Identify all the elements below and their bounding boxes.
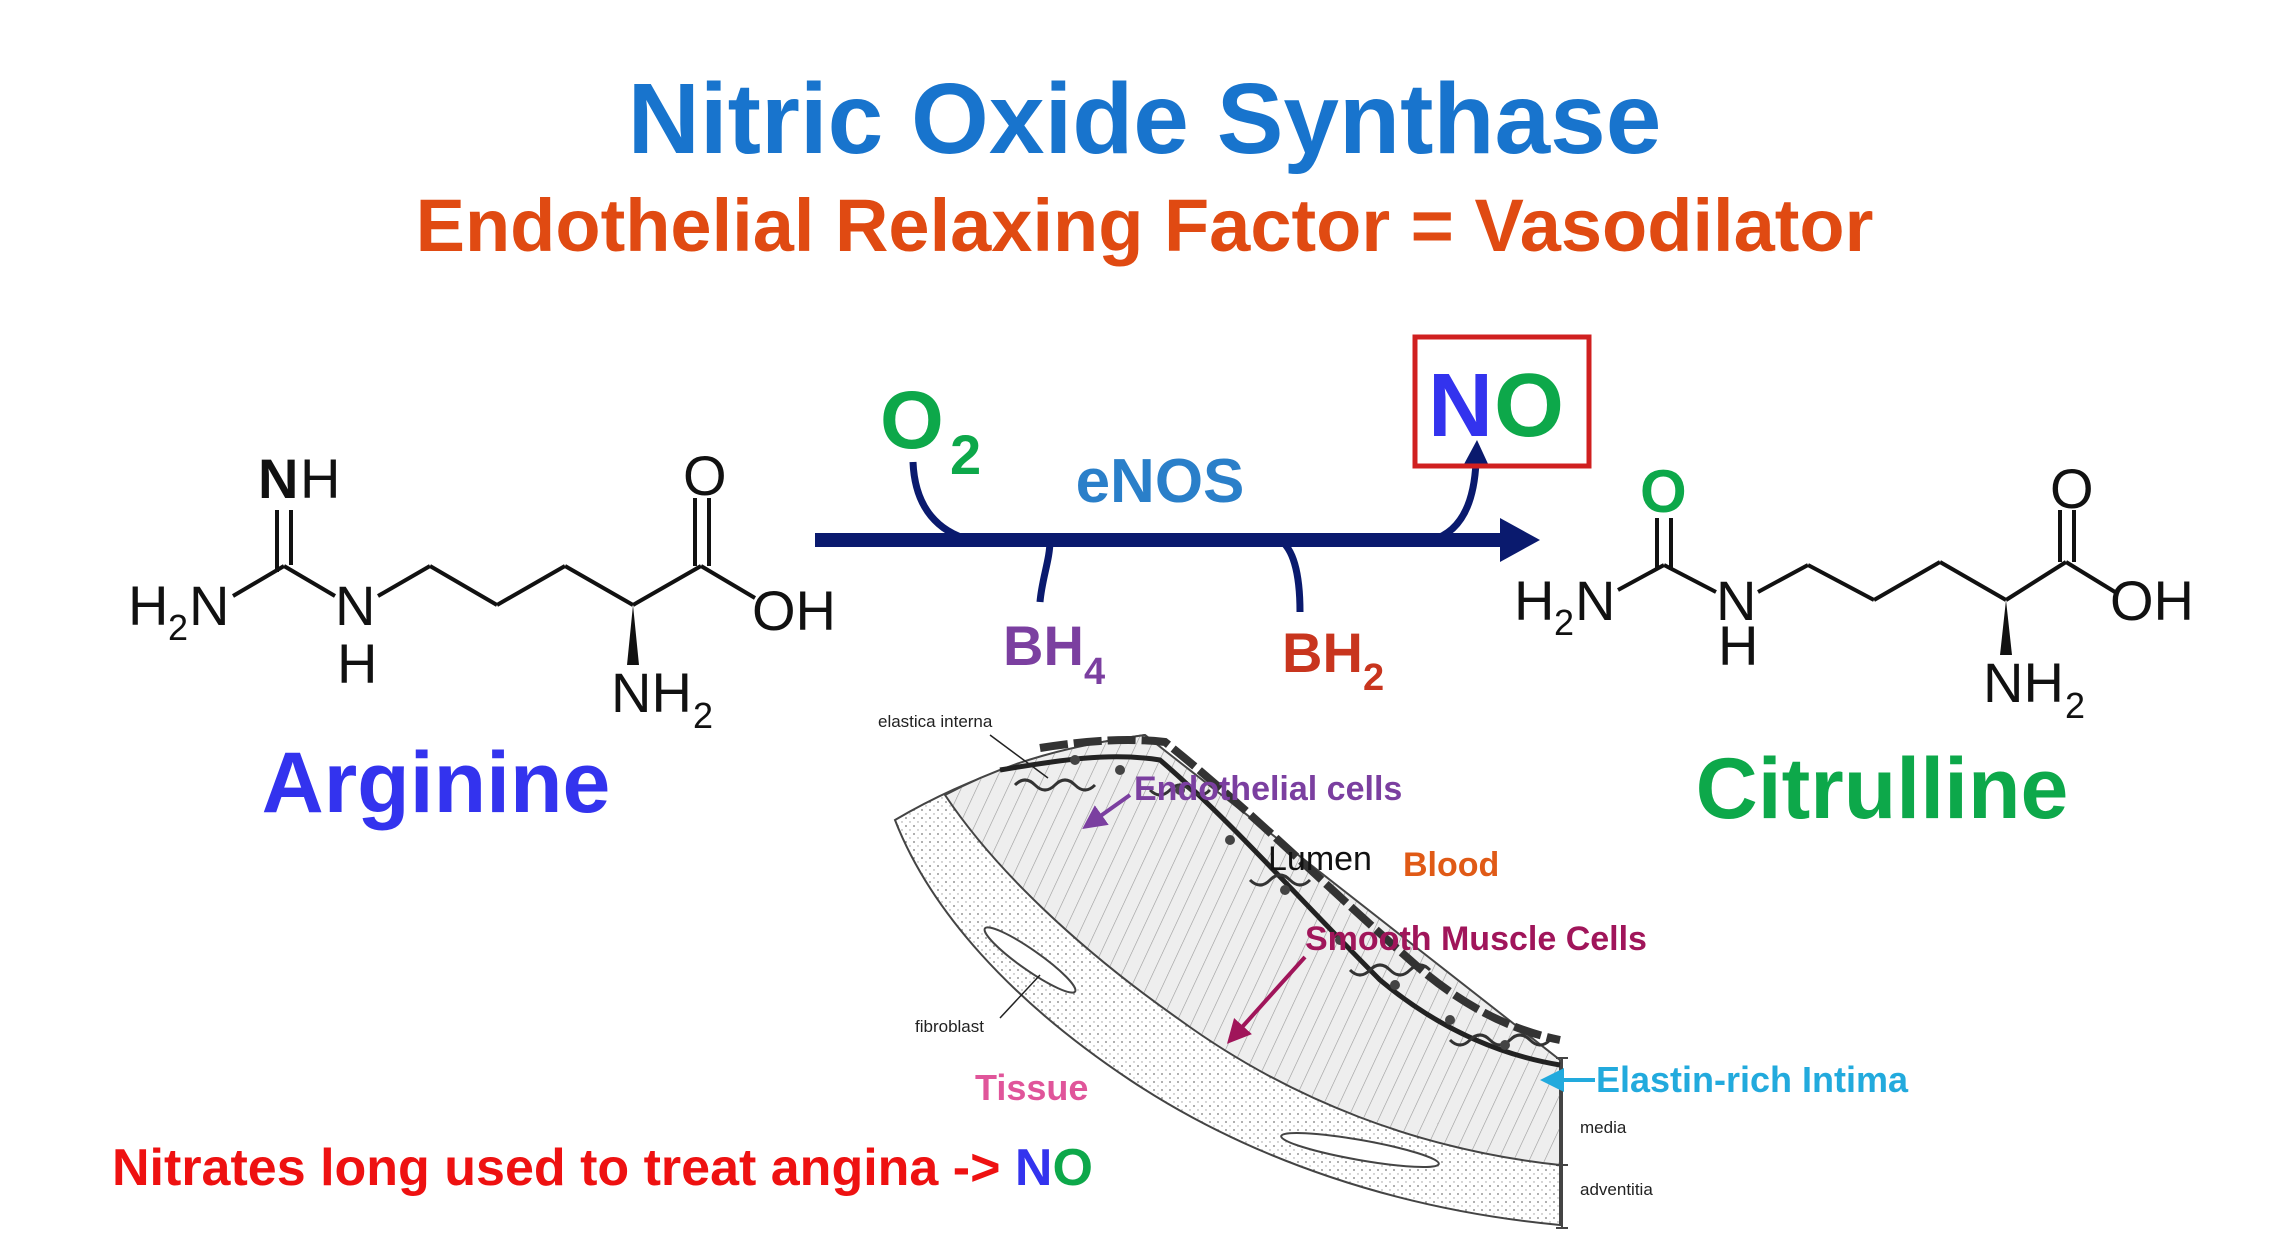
arginine-o: O [683, 444, 727, 507]
citrulline-o: O [2050, 457, 2094, 520]
endothelial-arrow [1082, 793, 1132, 829]
citrulline-label: Citrulline [1696, 741, 2069, 837]
no-product-box [1412, 334, 1592, 469]
media-label: media [1580, 1118, 1627, 1137]
vessel-wall-illustration [893, 733, 1568, 1229]
adventitia-label: adventitia [1580, 1180, 1653, 1199]
citrulline-structure [1617, 510, 2117, 602]
arginine-n-h: H [337, 632, 377, 695]
endothelial-cells-label: Endothelial cells [1134, 770, 1402, 808]
blood-label: Blood [1403, 846, 1499, 884]
elastica-leader [989, 734, 1049, 779]
bh2-label: BH [1282, 621, 1363, 684]
citrulline-h2n-n: N [1575, 569, 1615, 632]
citrulline-h2n-sub: 2 [1554, 602, 1574, 643]
arginine-h2n-n: N [189, 574, 229, 637]
page-title: Nitric Oxide Synthase [627, 63, 1662, 175]
arginine-nh-n: N [258, 447, 298, 510]
footer-main: Nitrates long used to treat angina -> [112, 1139, 1015, 1197]
tissue-label: Tissue [975, 1067, 1088, 1108]
o2-subscript: 2 [950, 423, 981, 486]
intima-label: Elastin-rich Intima [1596, 1059, 1909, 1100]
arginine-structure [231, 498, 757, 607]
citrulline-nh2-sub: 2 [2065, 685, 2085, 726]
arginine-n: N [335, 574, 375, 637]
citrulline-oh: OH [2110, 569, 2194, 632]
elastica-interna-label: elastica interna [878, 712, 993, 731]
reaction-arrow [815, 440, 1540, 613]
citrulline-wedge-bond [2000, 600, 2012, 655]
smooth-muscle-label: Smooth Muscle Cells [1305, 920, 1647, 958]
arginine-h2n-sub: 2 [168, 607, 188, 648]
arginine-label: Arginine [262, 735, 611, 831]
citrulline-n-h: H [1718, 614, 1758, 677]
footer-no-o: O [1052, 1139, 1092, 1197]
lumen-label: Lumen [1268, 840, 1372, 878]
no-product-n: N [1428, 356, 1493, 456]
bh4-subscript: 4 [1084, 651, 1105, 693]
fibroblast-label: fibroblast [915, 1017, 984, 1036]
arginine-oh: OH [752, 579, 836, 642]
fibroblast-leader [999, 974, 1041, 1019]
smooth-muscle-arrow [1226, 955, 1307, 1044]
bh2-subscript: 2 [1363, 657, 1384, 699]
citrulline-n: N [1716, 569, 1756, 632]
footer-no-n: N [1015, 1139, 1053, 1197]
arginine-nh2-sub: 2 [693, 695, 713, 736]
citrulline-o-green: O [1640, 458, 1687, 525]
o2-label: O [880, 375, 944, 466]
arginine-wedge-bond [627, 605, 639, 665]
citrulline-h2n-h: H [1514, 569, 1554, 632]
citrulline-nh2: NH [1983, 651, 2064, 714]
arginine-nh2: NH [611, 661, 692, 724]
no-product-o: O [1494, 356, 1564, 456]
bh4-label: BH [1003, 614, 1084, 677]
arginine-h2n-h: H [128, 574, 168, 637]
footer-text: Nitrates long used to treat angina -> NO [112, 1139, 1093, 1197]
enos-label: eNOS [1076, 447, 1245, 516]
arginine-nh-h: H [300, 447, 340, 510]
page-subtitle: Endothelial Relaxing Factor = Vasodilato… [415, 184, 1874, 267]
